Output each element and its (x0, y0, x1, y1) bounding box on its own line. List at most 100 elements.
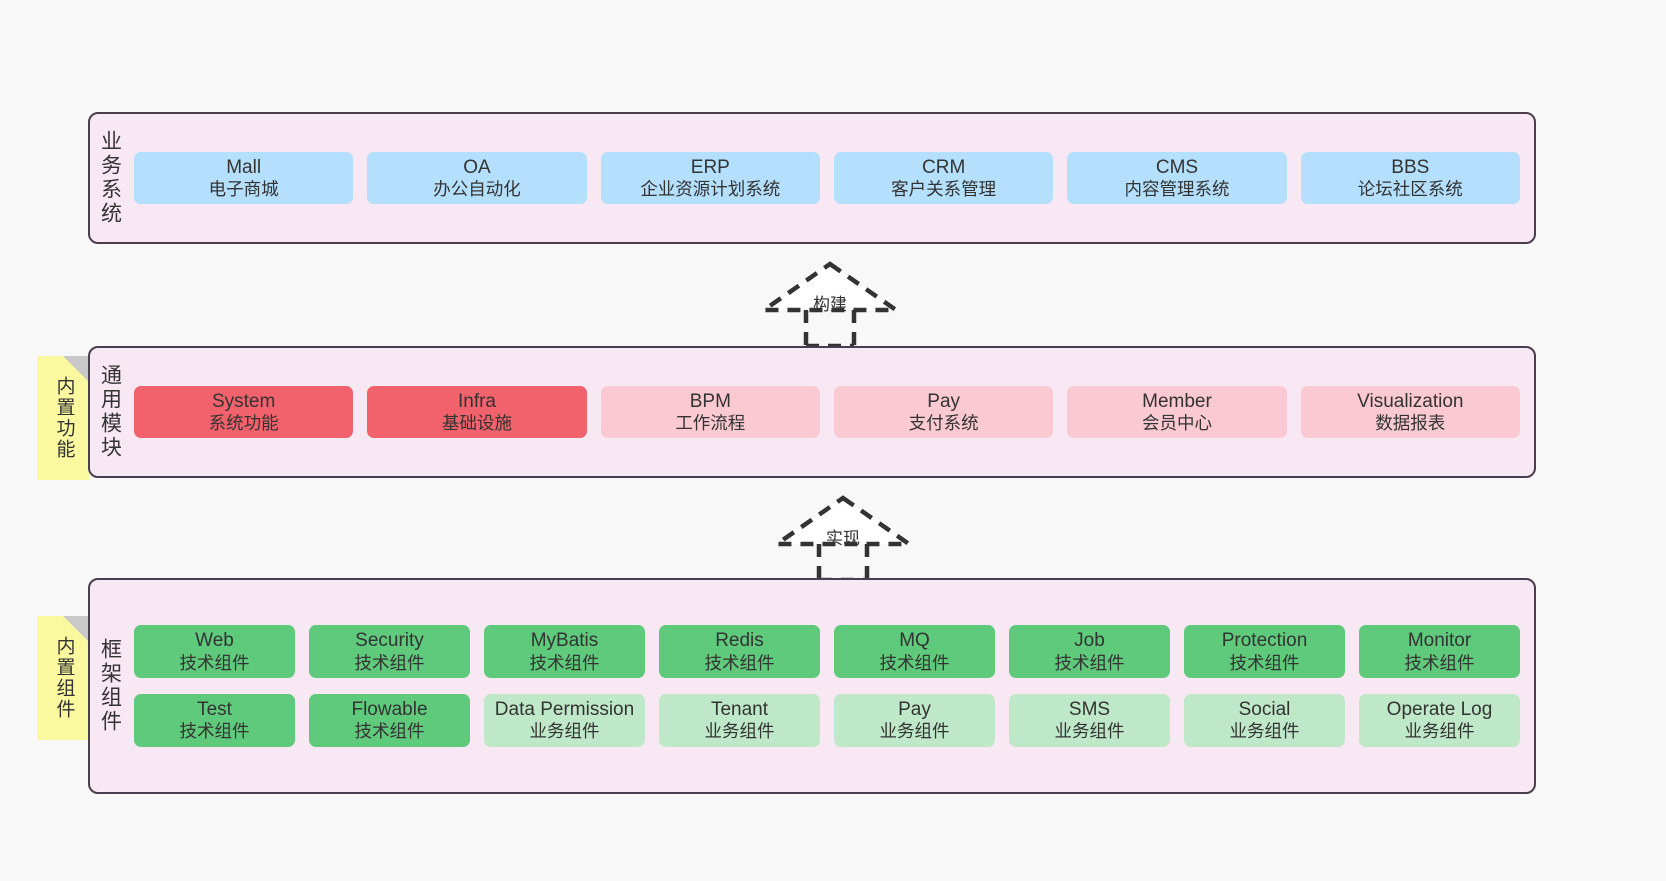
layer-business-body: Mall 电子商城 OA 办公自动化 ERP 企业资源计划系统 CRM 客户关系… (130, 114, 1534, 242)
card-protection[interactable]: Protection 技术组件 (1184, 625, 1345, 678)
card-tenant-desc: 业务组件 (704, 721, 775, 742)
card-mybatis-name: MyBatis (530, 630, 599, 652)
card-social-desc: 业务组件 (1229, 721, 1300, 742)
card-cms-desc: 内容管理系统 (1124, 178, 1230, 199)
card-redis-desc: 技术组件 (704, 652, 775, 673)
card-bpm-name: BPM (689, 390, 731, 412)
card-oa-desc: 办公自动化 (433, 178, 521, 199)
card-mq[interactable]: MQ 技术组件 (834, 625, 995, 678)
card-protection-desc: 技术组件 (1229, 652, 1300, 673)
card-tenant-name: Tenant (710, 699, 769, 720)
card-crm-name: CRM (922, 156, 966, 178)
card-visualization-name: Visualization (1357, 390, 1464, 412)
card-operate-log[interactable]: Operate Log 业务组件 (1359, 694, 1520, 747)
card-data-permission-desc: 业务组件 (529, 721, 600, 742)
card-operate-log-desc: 业务组件 (1404, 721, 1475, 742)
card-bpm-desc: 工作流程 (675, 412, 746, 433)
note-builtin-components-label: 内置组件 (53, 636, 75, 720)
layer-framework-row-business: Test 技术组件 Flowable 技术组件 Data Permission … (134, 694, 1520, 747)
layer-business-title: 业务系统 (98, 130, 122, 226)
card-erp[interactable]: ERP 企业资源计划系统 (600, 151, 820, 205)
note-builtin-features: 内置功能 (37, 356, 89, 480)
layer-common-row: System 系统功能 Infra 基础设施 BPM 工作流程 Pay 支付系统… (134, 385, 1520, 439)
layer-framework-body: Web 技术组件 Security 技术组件 MyBatis 技术组件 Redi… (130, 580, 1534, 792)
card-test-name: Test (197, 699, 232, 720)
layer-framework-components: 框架组件 Web 技术组件 Security 技术组件 MyBatis 技术组件… (88, 578, 1536, 794)
card-visualization[interactable]: Visualization 数据报表 (1300, 385, 1520, 439)
card-test[interactable]: Test 技术组件 (134, 694, 295, 747)
note-builtin-features-label: 内置功能 (53, 376, 75, 460)
card-flowable[interactable]: Flowable 技术组件 (309, 694, 470, 747)
card-bbs-name: BBS (1391, 156, 1430, 178)
layer-business-systems: 业务系统 Mall 电子商城 OA 办公自动化 ERP 企业资源计划系统 CRM (88, 112, 1536, 244)
card-member-name: Member (1142, 390, 1212, 412)
card-sms-desc: 业务组件 (1054, 721, 1125, 742)
card-tenant[interactable]: Tenant 业务组件 (659, 694, 820, 747)
card-security-name: Security (355, 630, 424, 652)
card-cms[interactable]: CMS 内容管理系统 (1067, 151, 1287, 205)
card-mq-name: MQ (899, 630, 930, 652)
card-protection-name: Protection (1221, 630, 1308, 652)
layer-common-modules: 通用模块 System 系统功能 Infra 基础设施 BPM 工作流程 Pay (88, 346, 1536, 478)
card-job-desc: 技术组件 (1054, 652, 1125, 673)
card-crm[interactable]: CRM 客户关系管理 (833, 151, 1054, 205)
card-erp-name: ERP (690, 156, 730, 178)
card-pay-component[interactable]: Pay 业务组件 (834, 694, 995, 747)
card-mall-desc: 电子商城 (208, 178, 279, 199)
card-oa[interactable]: OA 办公自动化 (367, 151, 587, 205)
card-web[interactable]: Web 技术组件 (134, 625, 295, 678)
card-mall-name: Mall (226, 156, 262, 178)
card-social[interactable]: Social 业务组件 (1184, 694, 1345, 747)
card-pay-component-name: Pay (898, 699, 931, 720)
card-pay-module-desc: 支付系统 (908, 412, 979, 433)
card-infra-desc: 基础设施 (441, 412, 512, 433)
connector-build: 构建 (756, 258, 904, 349)
card-system-desc: 系统功能 (208, 412, 279, 433)
card-flowable-desc: 技术组件 (354, 721, 425, 742)
layer-common-body: System 系统功能 Infra 基础设施 BPM 工作流程 Pay 支付系统… (130, 348, 1534, 476)
card-pay-module[interactable]: Pay 支付系统 (833, 385, 1054, 439)
card-web-name: Web (195, 630, 234, 652)
card-web-desc: 技术组件 (179, 652, 250, 673)
layer-business-row: Mall 电子商城 OA 办公自动化 ERP 企业资源计划系统 CRM 客户关系… (134, 151, 1520, 205)
card-flowable-name: Flowable (351, 699, 428, 720)
card-security[interactable]: Security 技术组件 (309, 625, 470, 678)
connector-implement-label: 实现 (826, 529, 860, 548)
card-member[interactable]: Member 会员中心 (1067, 385, 1287, 439)
card-bbs[interactable]: BBS 论坛社区系统 (1300, 151, 1520, 205)
card-system[interactable]: System 系统功能 (134, 385, 354, 439)
card-data-permission[interactable]: Data Permission 业务组件 (484, 694, 645, 747)
card-bpm[interactable]: BPM 工作流程 (600, 385, 820, 439)
card-erp-desc: 企业资源计划系统 (640, 178, 781, 199)
layer-framework-title: 框架组件 (98, 638, 122, 734)
connector-build-label: 构建 (813, 295, 847, 314)
card-monitor[interactable]: Monitor 技术组件 (1359, 625, 1520, 678)
card-monitor-name: Monitor (1407, 630, 1472, 652)
card-mybatis-desc: 技术组件 (529, 652, 600, 673)
card-job-name: Job (1074, 630, 1105, 652)
card-visualization-desc: 数据报表 (1375, 412, 1446, 433)
card-sms[interactable]: SMS 业务组件 (1009, 694, 1170, 747)
card-redis-name: Redis (715, 630, 764, 652)
card-mq-desc: 技术组件 (879, 652, 950, 673)
card-oa-name: OA (463, 156, 491, 178)
note-fold-corner-icon (63, 356, 89, 382)
card-member-desc: 会员中心 (1141, 412, 1212, 433)
card-data-permission-name: Data Permission (494, 699, 635, 720)
card-mall[interactable]: Mall 电子商城 (134, 151, 354, 205)
card-pay-component-desc: 业务组件 (879, 721, 950, 742)
card-security-desc: 技术组件 (354, 652, 425, 673)
card-job[interactable]: Job 技术组件 (1009, 625, 1170, 678)
card-pay-module-name: Pay (927, 390, 961, 412)
card-mybatis[interactable]: MyBatis 技术组件 (484, 625, 645, 678)
card-cms-name: CMS (1155, 156, 1199, 178)
card-social-name: Social (1238, 699, 1291, 720)
card-crm-desc: 客户关系管理 (891, 178, 997, 199)
note-fold-corner-icon (63, 616, 89, 642)
card-infra-name: Infra (457, 390, 496, 412)
card-redis[interactable]: Redis 技术组件 (659, 625, 820, 678)
card-infra[interactable]: Infra 基础设施 (367, 385, 587, 439)
connector-implement: 实现 (769, 492, 917, 583)
card-operate-log-name: Operate Log (1386, 699, 1493, 720)
